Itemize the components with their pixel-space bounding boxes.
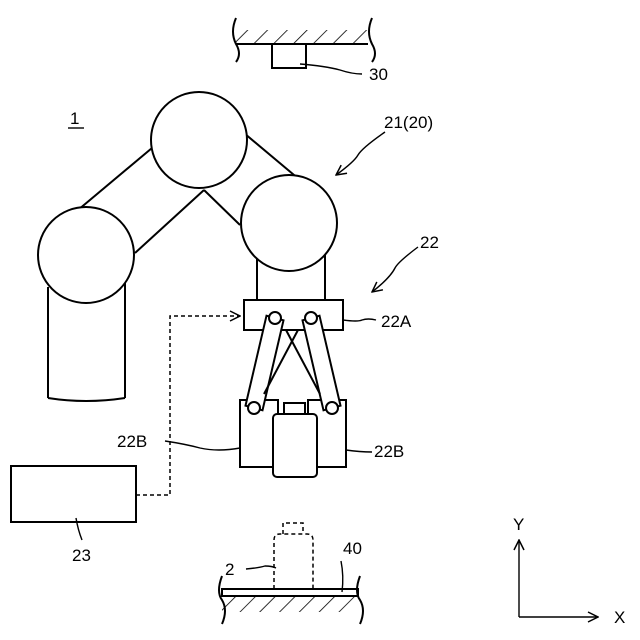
robot-label: 1 — [70, 109, 79, 128]
camera-label: 30 — [369, 65, 388, 84]
gripped-workpiece — [273, 414, 317, 477]
robot-arm — [38, 92, 337, 401]
hand-base-leader — [343, 319, 376, 321]
hand-base-label: 22A — [381, 312, 412, 331]
workpiece — [274, 534, 313, 589]
finger-right-label: 22B — [374, 442, 404, 461]
workpiece-ghost-cap — [283, 523, 303, 534]
workpiece-label: 2 — [225, 560, 234, 579]
hand-base — [244, 300, 343, 330]
finger-right-leader — [346, 450, 372, 452]
camera-leader — [300, 64, 362, 74]
joint-elbow — [151, 92, 247, 188]
finger-left-label: 22B — [117, 432, 147, 451]
arm-leader — [336, 132, 385, 175]
joint-wrist — [241, 175, 337, 271]
joint-shoulder — [38, 207, 134, 303]
arm-label: 21(20) — [384, 113, 433, 132]
y-axis-label: Y — [513, 515, 524, 534]
finger-left-leader — [165, 441, 240, 450]
signal-line — [136, 316, 240, 495]
controller — [11, 466, 136, 522]
controller-label: 23 — [72, 546, 91, 565]
table — [219, 576, 363, 624]
hand-leader — [372, 247, 418, 292]
workpiece-leader — [246, 566, 276, 569]
hand-label: 22 — [420, 233, 439, 252]
table-label: 40 — [343, 539, 362, 558]
table-leader — [341, 561, 343, 592]
x-axis-label: X — [614, 608, 625, 627]
